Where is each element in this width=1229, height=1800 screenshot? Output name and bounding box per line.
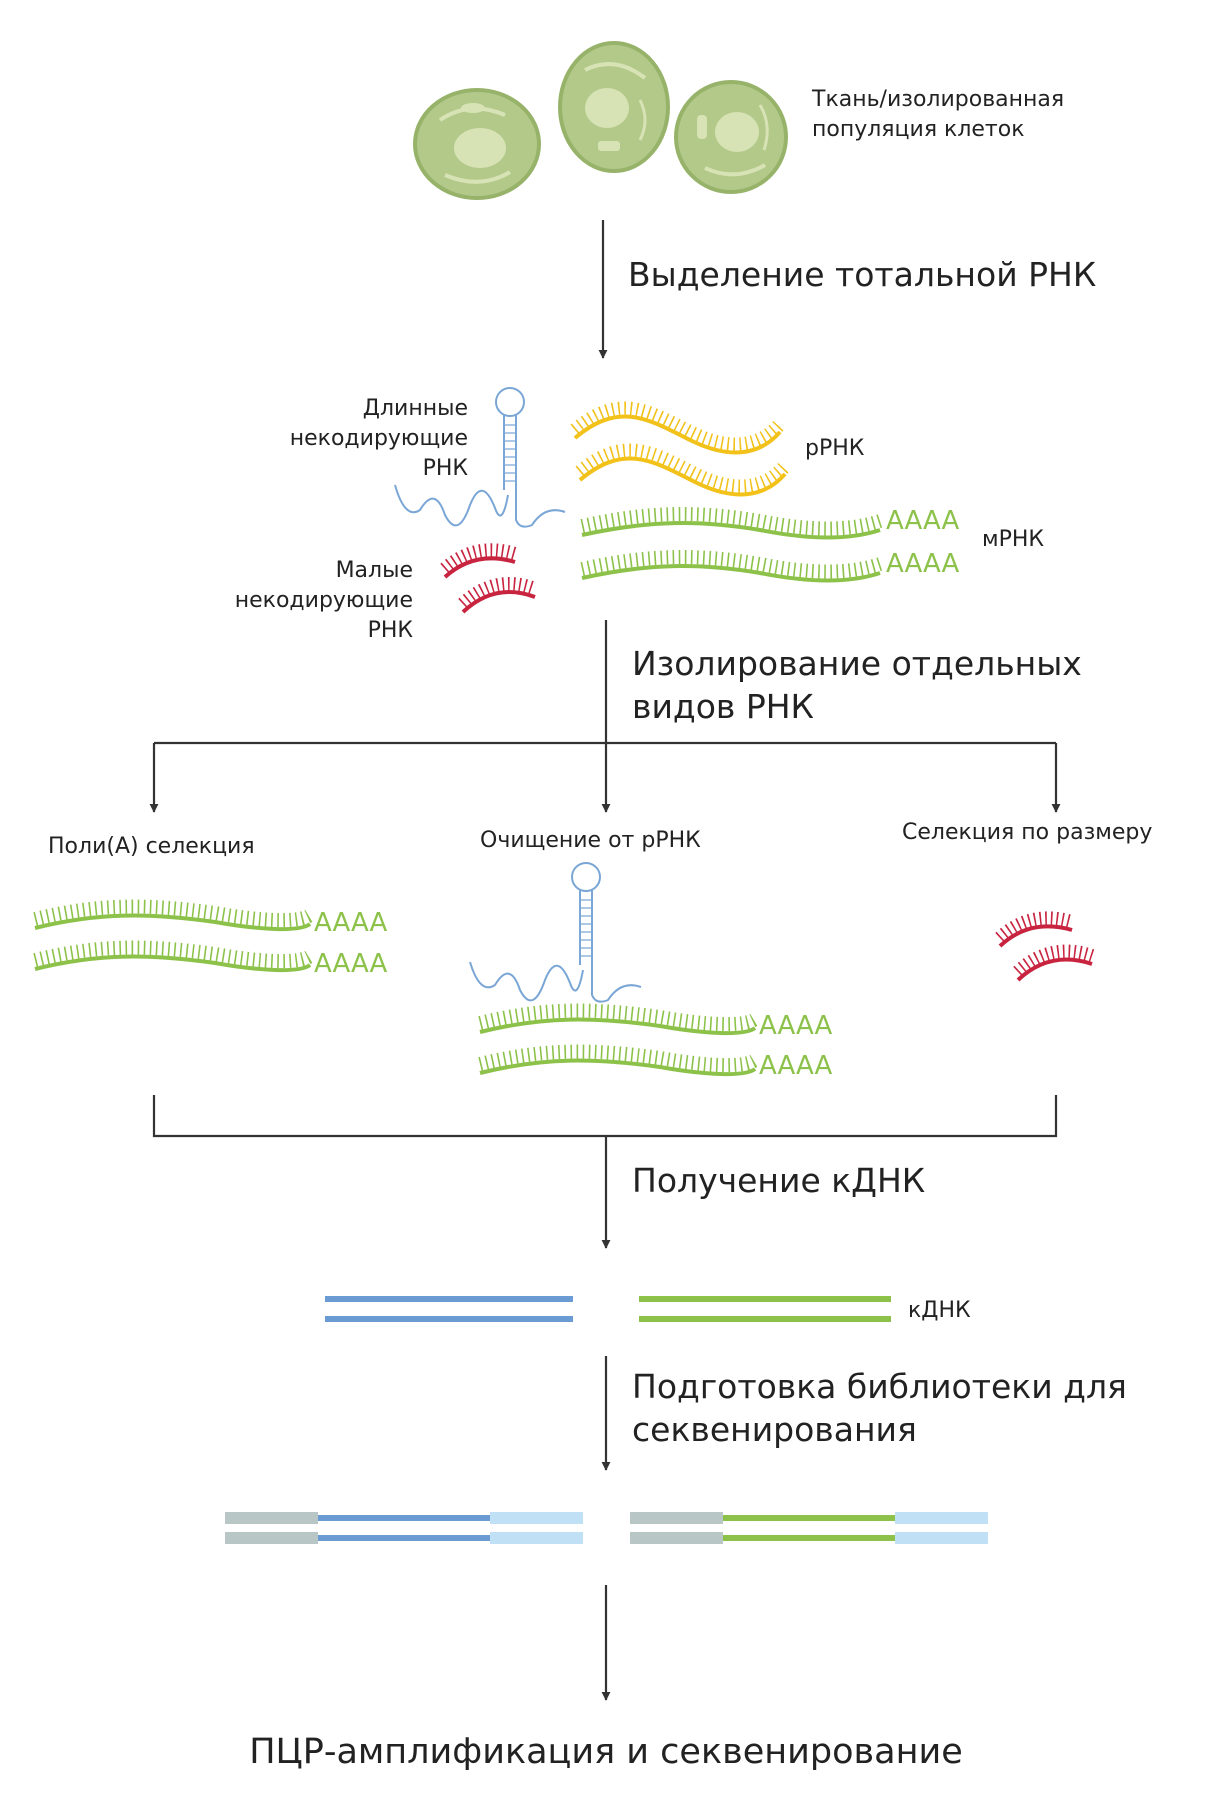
sncrna-label-line3: РНК bbox=[368, 618, 414, 643]
mrna-label: мРНК bbox=[982, 527, 1044, 552]
mrna-strand bbox=[478, 1003, 760, 1036]
rrna-strand bbox=[570, 401, 786, 455]
cell-icon bbox=[674, 80, 788, 194]
mrna-polya-tail: AAAA bbox=[886, 506, 960, 536]
cell-icon bbox=[558, 41, 670, 173]
cdna-duplex-green bbox=[639, 1296, 891, 1322]
lncrna-label-line2: некодирующие bbox=[290, 426, 468, 451]
cells-group: Ткань/изолированная популяция клеток bbox=[413, 41, 1064, 200]
lncrna-glyph bbox=[394, 387, 566, 528]
rrna-strand bbox=[575, 443, 791, 497]
polya-branch-tail: AAAA bbox=[314, 949, 388, 979]
mrna-strand bbox=[580, 507, 883, 540]
step-total-rna-label: Выделение тотальной РНК bbox=[628, 255, 1096, 294]
sncrna-glyph bbox=[440, 543, 538, 614]
step-isolate-label-line2: видов РНК bbox=[632, 687, 814, 726]
cell-icon bbox=[413, 88, 541, 200]
lncrna-glyph bbox=[469, 862, 642, 1003]
lncrna-label-line1: Длинные bbox=[363, 396, 468, 421]
sncrna-glyph bbox=[995, 911, 1095, 982]
polya-branch-tail: AAAA bbox=[314, 908, 388, 938]
sncrna-label-line1: Малые bbox=[336, 558, 413, 583]
cells-label-line1: Ткань/изолированная bbox=[811, 87, 1064, 112]
branch-rrna-depletion-label: Очищение от рРНК bbox=[480, 828, 701, 853]
mrna-strand bbox=[478, 1044, 760, 1077]
cells-label-line2: популяция клеток bbox=[812, 117, 1025, 142]
mrna-strand bbox=[33, 899, 315, 932]
step-final-label: ПЦР-амплификация и секвенирование bbox=[249, 1732, 963, 1772]
cdna-label: кДНК bbox=[908, 1298, 971, 1323]
branch-polya-label: Поли(А) селекция bbox=[48, 834, 255, 859]
lncrna-label-line3: РНК bbox=[423, 456, 469, 481]
sncrna-label-line2: некодирующие bbox=[235, 588, 413, 613]
step-library-label-line2: секвенирования bbox=[632, 1410, 917, 1449]
cdna-duplex-blue bbox=[325, 1296, 573, 1322]
library-fragment-green bbox=[630, 1512, 988, 1544]
library-fragment-blue bbox=[225, 1512, 583, 1544]
branch-size-selection-label: Селекция по размеру bbox=[902, 820, 1152, 845]
mrna-strand bbox=[33, 940, 315, 973]
rrna-depletion-tail: AAAA bbox=[759, 1051, 833, 1081]
merge-bracket bbox=[152, 1095, 1058, 1138]
mrna-strand bbox=[580, 550, 883, 583]
step-isolate-label-line1: Изолирование отдельных bbox=[632, 644, 1082, 683]
step-cdna-label: Получение кДНК bbox=[632, 1161, 925, 1200]
rrna-depletion-tail: AAAA bbox=[759, 1011, 833, 1041]
step-library-label-line1: Подготовка библиотеки для bbox=[632, 1367, 1127, 1406]
rrna-label: рРНК bbox=[805, 436, 865, 461]
mrna-polya-tail: AAAA bbox=[886, 549, 960, 579]
